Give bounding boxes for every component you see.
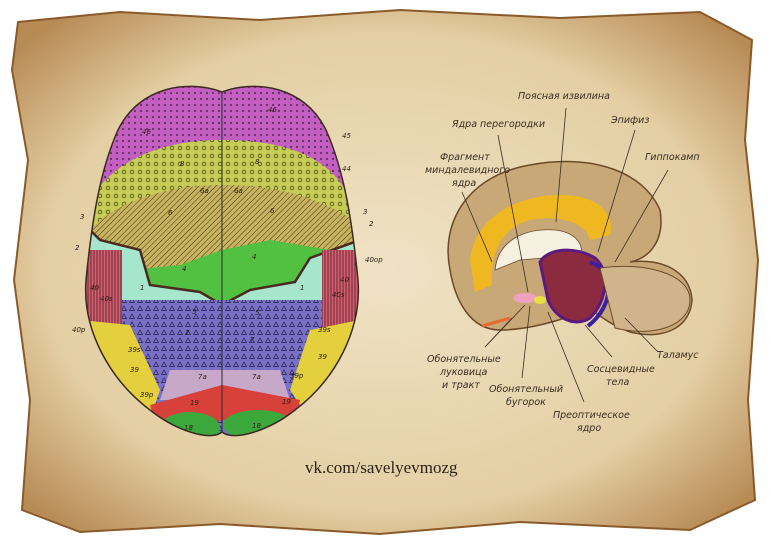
area-label: 40 xyxy=(90,284,99,292)
sagittal-brain xyxy=(447,160,693,336)
area-label: 46 xyxy=(268,106,277,114)
area-label: 40p xyxy=(72,326,86,334)
area-label: 45 xyxy=(342,132,351,140)
brodmann-areas-map xyxy=(85,86,359,436)
area-label: 4 xyxy=(252,253,256,261)
label-olfactory-bulb-line3: и тракт xyxy=(442,380,480,391)
area-label: 39s xyxy=(318,326,331,334)
label-olfactory-bulb-line1: Обонятельные xyxy=(427,354,501,365)
structure-labels: Поясная извилина Ядра перегородки Эпифиз… xyxy=(425,91,700,434)
label-mammillary-line1: Сосцевидные xyxy=(587,364,655,375)
area-label: 39s xyxy=(128,346,141,354)
area-label: 18 xyxy=(252,422,261,430)
area-label: 2 xyxy=(369,220,374,228)
area-label: 39p xyxy=(290,372,304,380)
label-mammillary-line2: тела xyxy=(606,377,629,388)
label-olfactory-tubercle-line1: Обонятельный xyxy=(489,384,563,395)
label-thalamus: Таламус xyxy=(657,350,699,361)
brain-outline xyxy=(84,85,360,437)
area-label: 5 xyxy=(255,309,260,317)
area-label: 46 xyxy=(142,128,151,136)
area-label: 18 xyxy=(184,424,193,432)
leader-lines xyxy=(461,107,669,403)
area-numbers: 46 46 45 44 8 8 6a 6a 6 6 3 3 2 2 4 4 1 … xyxy=(72,106,383,432)
area-label: 7 xyxy=(185,329,190,337)
area-label: 6a xyxy=(200,187,209,195)
area-label: 3 xyxy=(363,208,367,216)
label-amygdala-line2: миндалевидного xyxy=(425,165,510,176)
area-label: 39 xyxy=(130,366,139,374)
area-label: 39p xyxy=(140,391,154,399)
label-amygdala-line1: Фрагмент xyxy=(440,152,490,163)
area-label: 4 xyxy=(182,265,186,273)
label-preoptic-line1: Преоптическое xyxy=(553,410,630,421)
area-label: 6a xyxy=(234,187,243,195)
area-label: 6 xyxy=(168,209,173,217)
area-label: 19 xyxy=(190,399,199,407)
area-label: 8 xyxy=(180,160,185,168)
area-label: 1 xyxy=(140,284,144,292)
label-septal-nuclei: Ядра перегородки xyxy=(451,119,545,130)
area-label: 44 xyxy=(342,165,351,173)
area-label: 40s xyxy=(100,295,113,303)
watermark: vk.com/savelyevmozg xyxy=(305,458,458,477)
label-amygdala-line3: ядра xyxy=(452,178,476,189)
area-label: 3 xyxy=(80,213,84,221)
area-label: 5 xyxy=(192,308,197,316)
area-label: 7a xyxy=(252,373,261,381)
area-label: 8 xyxy=(255,158,260,166)
area-label: 2 xyxy=(75,244,80,252)
area-label: 7 xyxy=(250,336,255,344)
label-olfactory-tubercle-line2: бугорок xyxy=(506,397,546,408)
area-label: 40 xyxy=(340,276,349,284)
label-cingulate-gyrus: Поясная извилина xyxy=(518,91,610,102)
area-label: 7a xyxy=(198,373,207,381)
label-hippocampus: Гиппокамп xyxy=(645,152,700,163)
area-label: 40s xyxy=(332,291,345,299)
area-label: 6 xyxy=(270,207,275,215)
label-epiphysis: Эпифиз xyxy=(610,115,649,126)
label-olfactory-bulb-line2: луковица xyxy=(439,367,487,378)
area-label: 39 xyxy=(318,353,327,361)
area-label: 40op xyxy=(365,256,383,264)
area-label: 19 xyxy=(282,398,291,406)
label-preoptic-line2: ядро xyxy=(577,423,601,434)
area-label: 1 xyxy=(300,284,304,292)
